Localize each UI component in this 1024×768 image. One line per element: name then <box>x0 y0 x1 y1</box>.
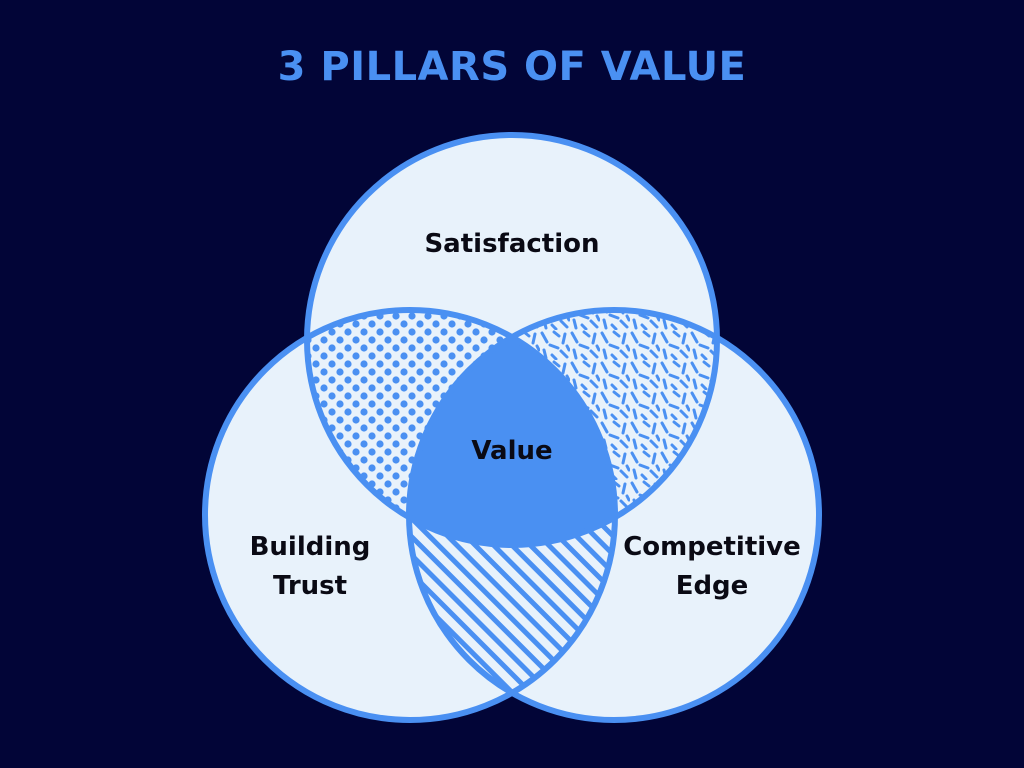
label-building: Building <box>250 532 371 562</box>
label-edge: Edge <box>676 571 749 601</box>
circle-outlines <box>202 132 822 723</box>
page-title: 3 PILLARS OF VALUE <box>277 44 747 90</box>
label-value: Value <box>471 436 552 466</box>
label-trust: Trust <box>273 571 347 601</box>
label-satisfaction: Satisfaction <box>424 229 599 259</box>
label-competitive: Competitive <box>623 532 801 562</box>
